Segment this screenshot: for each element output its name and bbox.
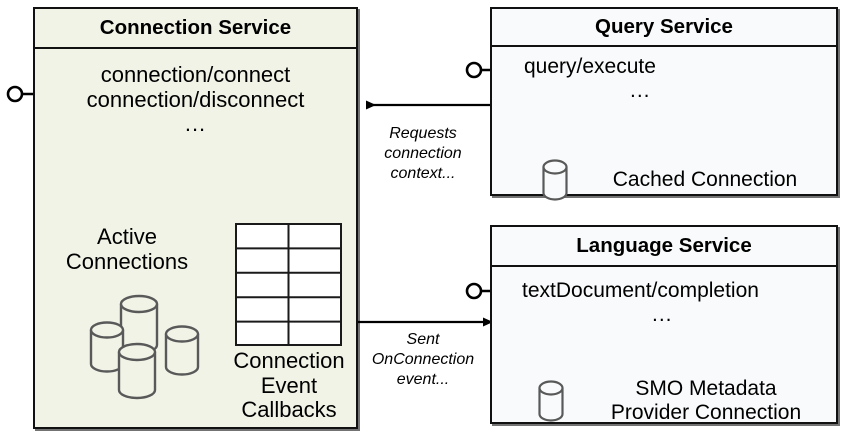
cylinder-left <box>89 321 125 373</box>
cached-connection-label: Cached Connection <box>612 167 798 191</box>
active-connections-label-line2: Connections <box>65 248 189 274</box>
callbacks-label-line2: Event <box>260 372 318 398</box>
smo-metadata-provider-label-line1: SMO Metadata <box>635 377 777 400</box>
connector-label-requests-connection-context: Requests connection context... <box>365 124 481 184</box>
active-connections-label-line1: Active <box>97 224 157 249</box>
cylinder-icon <box>542 159 568 201</box>
endpoint-item: query/execute <box>524 55 656 78</box>
smo-metadata-provider-label: SMO Metadata Provider Connection <box>574 377 838 425</box>
cylinder-back-center <box>119 294 159 355</box>
component-connection-service[interactable]: Connection Service connection/connect co… <box>33 7 358 429</box>
connection-service-body: connection/connect connection/disconnect… <box>35 49 356 422</box>
endpoint-item: connection/disconnect <box>86 86 305 112</box>
cylinder-cluster-icon <box>89 294 200 400</box>
connector-label-line2: connection <box>384 145 462 162</box>
connector-label-line1: Sent <box>406 331 440 348</box>
connection-service-stores: Active Connections <box>35 49 356 422</box>
connector-label-line2: OnConnection <box>371 351 475 368</box>
query-service-store: Cached Connection <box>542 159 832 201</box>
connection-service-endpoint-list: connection/connect connection/disconnect… <box>35 49 356 137</box>
cylinder-front-center <box>117 342 157 400</box>
endpoint-item: textDocument/completion <box>522 279 759 302</box>
connection-event-callbacks-label: Connection Event Callbacks <box>213 348 365 423</box>
active-connections-label: Active Connections <box>43 224 211 274</box>
endpoint-ellipsis: ... <box>652 302 673 326</box>
language-service-endpoint-list: textDocument/completion ... <box>492 267 836 326</box>
smo-metadata-provider-label-line2: Provider Connection <box>610 401 802 425</box>
connector-label-line3: context... <box>390 165 456 182</box>
callbacks-label-line1: Connection <box>233 348 345 373</box>
component-language-service[interactable]: Language Service textDocument/completion… <box>490 225 838 424</box>
cylinder-icon <box>538 380 564 422</box>
cylinder-right <box>164 325 200 376</box>
language-service-store: SMO Metadata Provider Connection <box>538 377 838 425</box>
connector-label-sent-onconnection-event: Sent OnConnection event... <box>360 330 486 390</box>
query-service-body: query/execute ... Cached Connection <box>492 47 836 201</box>
connector-label-line3: event... <box>396 371 450 388</box>
endpoint-ellipsis: ... <box>184 111 207 137</box>
language-service-body: textDocument/completion ... SMO Metadata… <box>492 267 836 424</box>
endpoint-item: connection/connect <box>100 62 291 87</box>
language-service-title: Language Service <box>492 227 836 267</box>
callbacks-label-line3: Callbacks <box>241 397 337 423</box>
connector-label-line1: Requests <box>389 125 457 142</box>
query-service-endpoint-list: query/execute ... <box>492 47 836 102</box>
table-grid-icon <box>235 223 342 346</box>
component-query-service[interactable]: Query Service query/execute ... Cached C… <box>490 7 838 201</box>
query-service-title: Query Service <box>492 9 836 47</box>
connection-service-title: Connection Service <box>35 9 356 49</box>
endpoint-ellipsis: ... <box>630 78 651 102</box>
